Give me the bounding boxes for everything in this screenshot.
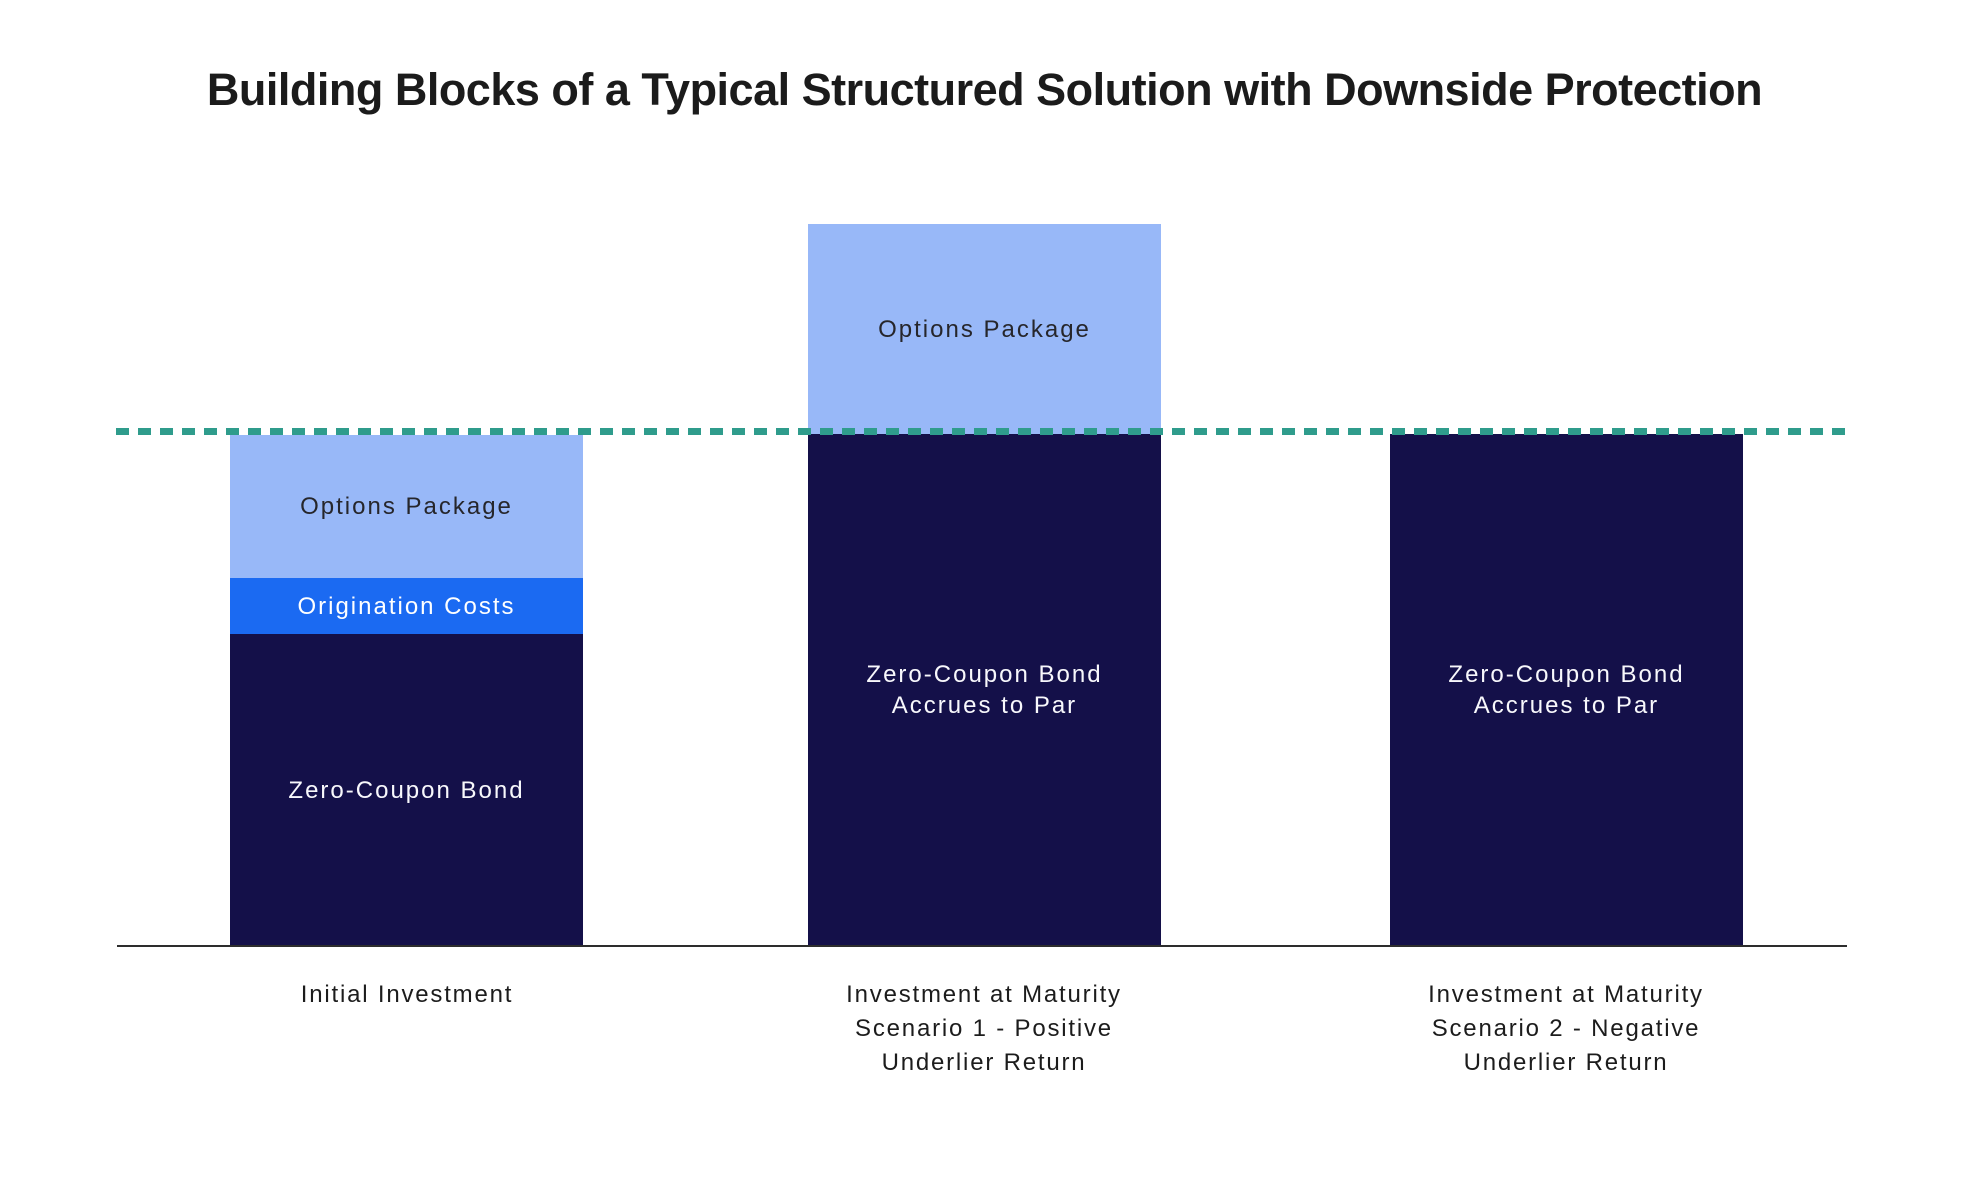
segment-label-line: Origination Costs — [297, 592, 516, 620]
category-label-line: Investment at Maturity — [846, 981, 1122, 1008]
category-label-line: Initial Investment — [300, 981, 514, 1008]
segment-label: Options Package — [300, 491, 513, 522]
segment-label: Origination Costs — [297, 591, 515, 622]
segment-label-line: Options Package — [300, 493, 513, 520]
par-level-reference-line — [116, 428, 1850, 435]
category-label-line: Investment at Maturity — [1428, 981, 1704, 1008]
category-label-maturity-scenario-1: Investment at Maturity Scenario 1 - Posi… — [724, 978, 1244, 1080]
segment-label: Zero-Coupon Bond Accrues to Par — [866, 659, 1102, 721]
segment-zero-coupon-bond: Zero-Coupon Bond — [230, 634, 583, 946]
category-label-line: Underlier Return — [881, 1049, 1087, 1076]
x-axis-line — [117, 945, 1847, 947]
segment-label-line: Zero-Coupon Bond — [1448, 661, 1685, 688]
bar-maturity-scenario-2: Zero-Coupon Bond Accrues to Par — [1390, 434, 1743, 946]
category-label-maturity-scenario-2: Investment at Maturity Scenario 2 - Nega… — [1306, 978, 1826, 1080]
segment-label-line: Accrues to Par — [891, 692, 1078, 719]
segment-label: Zero-Coupon Bond — [288, 775, 524, 806]
segment-label: Options Package — [878, 314, 1091, 345]
segment-options-package: Options Package — [230, 435, 583, 578]
segment-origination-costs: Origination Costs — [230, 578, 583, 634]
segment-label-line: Accrues to Par — [1473, 692, 1660, 719]
category-label-line: Scenario 1 - Positive — [855, 1015, 1113, 1042]
bar-initial-investment: Options Package Origination Costs Zero-C… — [230, 435, 583, 946]
category-label-line: Scenario 2 - Negative — [1431, 1015, 1701, 1042]
segment-label: Zero-Coupon Bond Accrues to Par — [1448, 659, 1684, 721]
segment-label-line: Zero-Coupon Bond — [866, 661, 1103, 688]
segment-zero-coupon-bond-accrues-to-par: Zero-Coupon Bond Accrues to Par — [1390, 434, 1743, 946]
segment-label-line: Zero-Coupon Bond — [288, 776, 525, 804]
segment-label-line: Options Package — [878, 315, 1091, 343]
category-label-initial-investment: Initial Investment — [147, 978, 667, 1012]
segment-options-package: Options Package — [808, 224, 1161, 434]
bar-maturity-scenario-1: Options Package Zero-Coupon Bond Accrues… — [808, 224, 1161, 946]
chart-title: Building Blocks of a Typical Structured … — [206, 64, 1763, 115]
segment-zero-coupon-bond-accrues-to-par: Zero-Coupon Bond Accrues to Par — [808, 434, 1161, 946]
category-label-line: Underlier Return — [1463, 1049, 1669, 1076]
